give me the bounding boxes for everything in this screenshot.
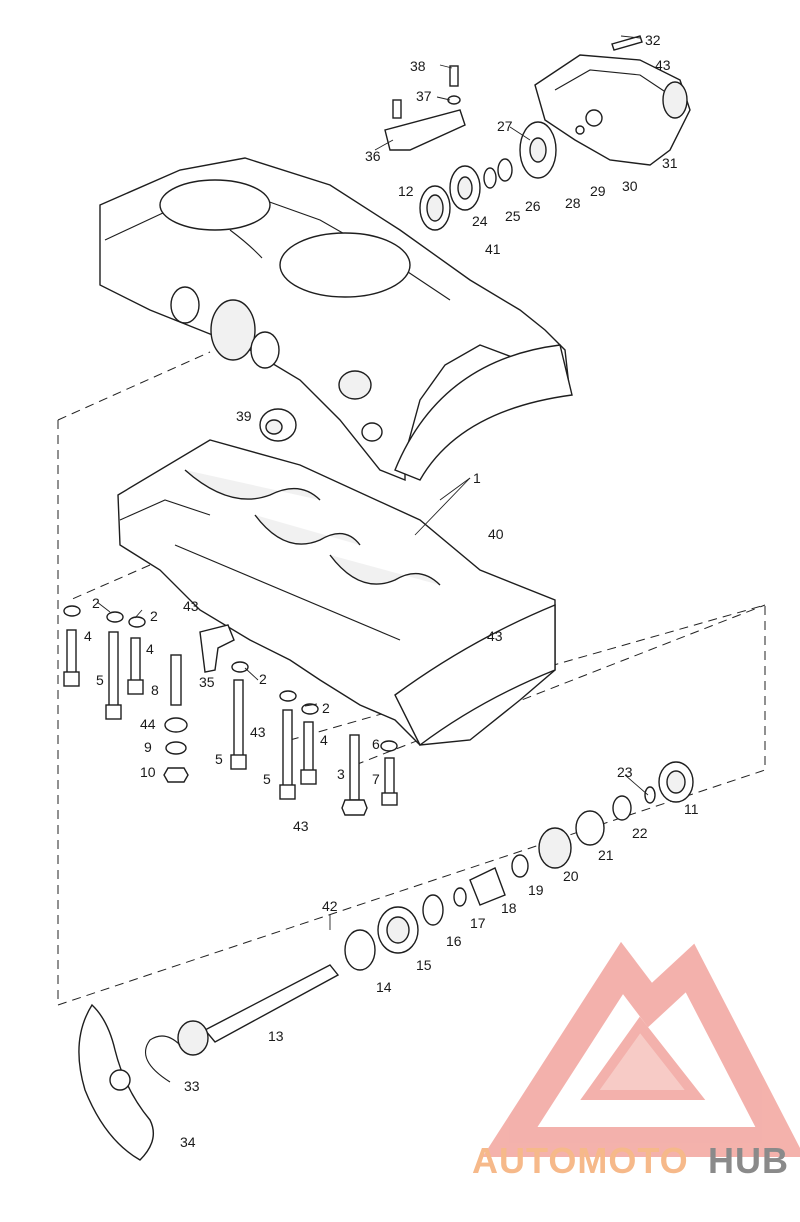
callout-7: 7 bbox=[372, 771, 380, 787]
callout-36: 36 bbox=[365, 148, 381, 164]
callout-37: 37 bbox=[416, 88, 432, 104]
callout-4: 4 bbox=[320, 732, 328, 748]
callout-14: 14 bbox=[376, 979, 392, 995]
callout-43: 43 bbox=[183, 598, 199, 614]
fastener-group-left bbox=[63, 605, 235, 783]
assembly-boundary bbox=[57, 420, 766, 1006]
rotary-valve-cover bbox=[534, 35, 691, 166]
callout-4: 4 bbox=[146, 641, 154, 657]
callout-43: 43 bbox=[487, 628, 503, 644]
watermark-logo bbox=[482, 941, 800, 1157]
callout-5: 5 bbox=[215, 751, 223, 767]
callout-11: 11 bbox=[684, 801, 699, 817]
watermark-text: AUTOMOTO HUB bbox=[472, 1140, 789, 1181]
callout-42: 42 bbox=[322, 898, 338, 914]
callout-44: 44 bbox=[140, 716, 156, 732]
callout-5: 5 bbox=[96, 672, 104, 688]
fastener-group-middle bbox=[230, 661, 398, 816]
callout-38: 38 bbox=[410, 58, 426, 74]
callout-9: 9 bbox=[144, 739, 152, 755]
circlip-33 bbox=[145, 1035, 181, 1083]
callout-2: 2 bbox=[150, 608, 158, 624]
seal-39 bbox=[259, 408, 297, 442]
callout-28: 28 bbox=[565, 195, 581, 211]
watermark-text-hub: HUB bbox=[708, 1140, 789, 1181]
callout-21: 21 bbox=[598, 847, 614, 863]
protector-34 bbox=[78, 1003, 154, 1161]
callout-22: 22 bbox=[632, 825, 648, 841]
rotary-valve-parts bbox=[384, 65, 557, 231]
callout-32: 32 bbox=[645, 32, 661, 48]
callout-27: 27 bbox=[497, 118, 513, 134]
callout-4: 4 bbox=[84, 628, 92, 644]
callout-43: 43 bbox=[293, 818, 309, 834]
callout-30: 30 bbox=[622, 178, 638, 194]
callout-2: 2 bbox=[322, 700, 330, 716]
callout-41: 41 bbox=[485, 241, 501, 257]
callout-8: 8 bbox=[151, 682, 159, 698]
callout-15: 15 bbox=[416, 957, 432, 973]
callout-20: 20 bbox=[563, 868, 579, 884]
lower-crankcase bbox=[117, 439, 556, 747]
callout-2: 2 bbox=[92, 595, 100, 611]
callout-24: 24 bbox=[472, 213, 488, 229]
callout-19: 19 bbox=[528, 882, 544, 898]
callout-23: 23 bbox=[617, 764, 633, 780]
callout-17: 17 bbox=[470, 915, 486, 931]
callout-18: 18 bbox=[501, 900, 517, 916]
callout-3: 3 bbox=[337, 766, 345, 782]
callout-1: 1 bbox=[473, 470, 481, 486]
callout-29: 29 bbox=[590, 183, 606, 199]
callout-25: 25 bbox=[505, 208, 521, 224]
callout-33: 33 bbox=[184, 1078, 200, 1094]
callout-43: 43 bbox=[655, 57, 671, 73]
callout-35: 35 bbox=[199, 674, 215, 690]
callout-13: 13 bbox=[268, 1028, 284, 1044]
leader-lines bbox=[96, 35, 649, 930]
callout-10: 10 bbox=[140, 764, 156, 780]
output-shaft-assembly bbox=[177, 761, 694, 1056]
callout-16: 16 bbox=[446, 933, 462, 949]
callout-43: 43 bbox=[250, 724, 266, 740]
callout-39: 39 bbox=[236, 408, 252, 424]
watermark-text-automoto: AUTOMOTO bbox=[472, 1140, 689, 1181]
callout-2: 2 bbox=[259, 671, 267, 687]
callout-6: 6 bbox=[372, 736, 380, 752]
callout-labels: 32 43 38 37 27 36 31 30 29 28 26 25 24 1… bbox=[84, 32, 699, 1150]
callout-40: 40 bbox=[488, 526, 504, 542]
callout-5: 5 bbox=[263, 771, 271, 787]
upper-crankcase bbox=[99, 157, 573, 482]
callout-12: 12 bbox=[398, 183, 414, 199]
callout-34: 34 bbox=[180, 1134, 196, 1150]
callout-26: 26 bbox=[525, 198, 541, 214]
callout-31: 31 bbox=[662, 155, 678, 171]
